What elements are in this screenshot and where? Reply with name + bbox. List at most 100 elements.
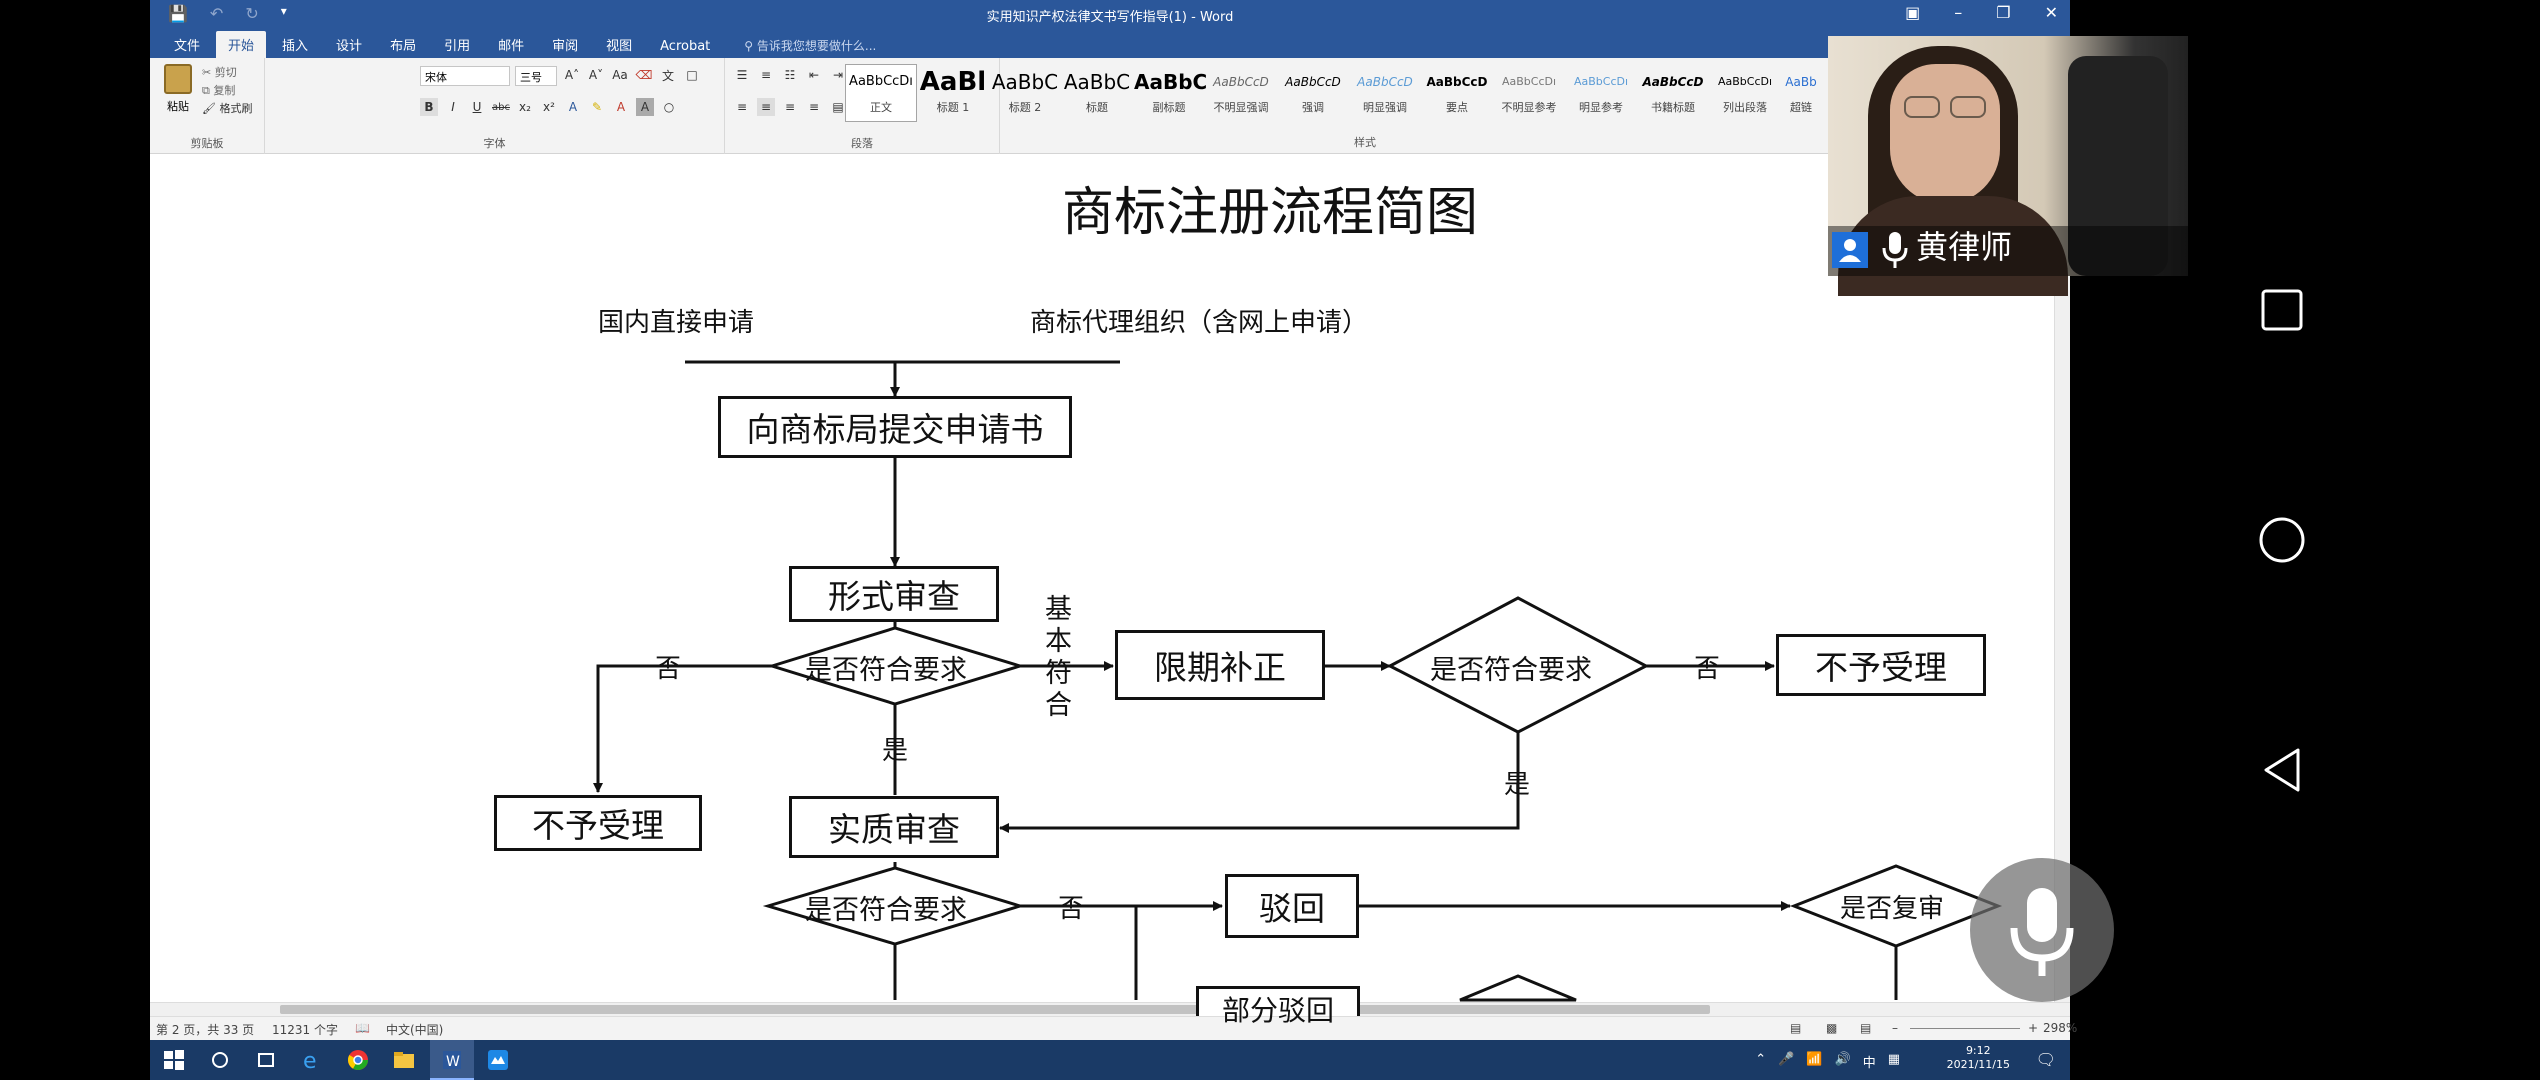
text-effects-icon[interactable]: A [568,100,578,114]
change-case-icon[interactable]: Aa [612,68,628,82]
tray-mic-icon[interactable]: 🎤 [1778,1052,1795,1067]
word-count[interactable]: 11231 个字 [272,1023,338,1037]
restore-button[interactable]: ❐ [1996,3,2011,22]
tab-insert[interactable]: 插入 [282,39,309,54]
scroll-thumb[interactable] [280,1005,1710,1014]
strikethrough-icon[interactable]: abc [492,101,510,113]
clear-format-icon[interactable]: ⌫ [635,68,653,82]
vertical-scrollbar[interactable] [2054,154,2070,1002]
shrink-font-icon[interactable]: A˅ [588,68,604,82]
justify-icon[interactable]: ≡ [808,100,820,114]
recents-icon[interactable] [2260,288,2304,332]
format-painter-button[interactable]: 🖌 格式刷 [202,102,253,115]
document-page[interactable] [150,154,2070,1002]
windows-start-icon[interactable] [162,1048,186,1072]
phonetic-guide-icon[interactable]: 文 [661,68,674,83]
tray-volume-icon[interactable]: 🔊 [1834,1052,1851,1067]
save-icon[interactable]: 💾 [168,4,188,23]
tab-review[interactable]: 审阅 [552,39,579,54]
webcam-video[interactable]: 黄律师 [1828,36,2188,296]
customize-qat-icon[interactable]: ▾ [280,4,287,18]
paste-button[interactable]: 粘贴 [160,64,196,124]
cut-button[interactable]: ✂ 剪切 [202,66,237,79]
print-layout-icon[interactable]: ▩ [1826,1021,1838,1035]
tab-mailings[interactable]: 邮件 [498,39,525,54]
char-shading-icon[interactable]: A [636,98,654,116]
numbering-icon[interactable]: ≡ [760,68,772,82]
font-size-select[interactable]: 三号 [515,66,557,86]
tray-chevron-icon[interactable]: ⌃ [1755,1052,1767,1067]
zoom-level[interactable]: 298% [2043,1021,2078,1035]
undo-icon[interactable]: ↶ [209,4,224,23]
increase-indent-icon[interactable]: ⇥ [832,68,844,82]
ribbon-display-icon[interactable]: ▣ [1905,3,1921,22]
tab-acrobat[interactable]: Acrobat [660,39,711,54]
search-icon[interactable] [208,1048,232,1072]
font-name-select[interactable]: 宋体 [420,66,510,86]
decrease-indent-icon[interactable]: ⇤ [808,68,820,82]
read-mode-icon[interactable]: ▤ [1790,1021,1802,1035]
align-left-icon[interactable]: ≡ [736,100,748,114]
zoom-in-icon[interactable]: + [2028,1021,2039,1035]
tell-me-search[interactable]: ⚲ 告诉我您想要做什么... [744,39,877,53]
align-center-icon[interactable]: ≡ [757,98,775,116]
font-color-icon[interactable]: A [616,100,626,114]
notification-icon[interactable]: 🗨 [2035,1050,2056,1069]
multilevel-list-icon[interactable]: ☷ [784,68,796,82]
back-icon[interactable] [2260,746,2304,794]
meeting-app-icon[interactable] [486,1048,510,1072]
tab-design[interactable]: 设计 [336,39,363,54]
word-icon[interactable]: W [440,1048,464,1072]
home-icon[interactable] [2258,516,2306,564]
tab-file[interactable]: 文件 [174,39,201,54]
task-view-icon[interactable] [254,1048,278,1072]
file-explorer-icon[interactable] [392,1048,416,1072]
char-border-icon[interactable]: □ [686,68,698,82]
floating-mic-button[interactable] [1970,858,2114,1002]
italic-icon[interactable]: I [451,100,455,114]
tab-layout[interactable]: 布局 [390,39,417,54]
highlight-icon[interactable]: ✎ [591,100,603,114]
chrome-icon[interactable] [346,1048,370,1072]
page-count[interactable]: 第 2 页，共 33 页 [156,1023,255,1037]
zoom-out-icon[interactable]: – [1892,1021,1898,1035]
superscript-icon[interactable]: x² [543,100,555,114]
bold-icon[interactable]: B [420,98,438,116]
edge-icon[interactable]: e [300,1048,324,1074]
minimize-button[interactable]: – [1954,3,1963,22]
clock[interactable]: 9:12 2021/11/15 [1947,1044,2010,1072]
grow-font-icon[interactable]: A˄ [564,68,580,82]
subscript-icon[interactable]: x₂ [519,100,531,114]
redo-icon[interactable]: ↻ [245,4,259,23]
align-right-icon[interactable]: ≡ [784,100,796,114]
web-layout-icon[interactable]: ▤ [1860,1021,1872,1035]
tray-keyboard-icon[interactable]: ▦ [1887,1052,1900,1067]
tray-network-icon[interactable]: 📶 [1806,1052,1823,1067]
ime-indicator[interactable]: 中 [1862,1056,1876,1071]
tab-view[interactable]: 视图 [606,39,633,54]
bullets-icon[interactable]: ☰ [736,68,748,82]
horizontal-scrollbar[interactable] [150,1002,2070,1016]
tab-references[interactable]: 引用 [444,39,471,54]
close-button[interactable]: ✕ [2044,3,2058,22]
copy-button[interactable]: ⧉ 复制 [202,84,236,97]
distributed-icon[interactable]: ▤ [832,100,844,114]
underline-icon[interactable]: U [472,100,482,114]
zoom-slider[interactable] [1910,1028,2020,1029]
tab-home[interactable]: 开始 [216,31,267,58]
language[interactable]: 中文(中国) [386,1023,444,1037]
